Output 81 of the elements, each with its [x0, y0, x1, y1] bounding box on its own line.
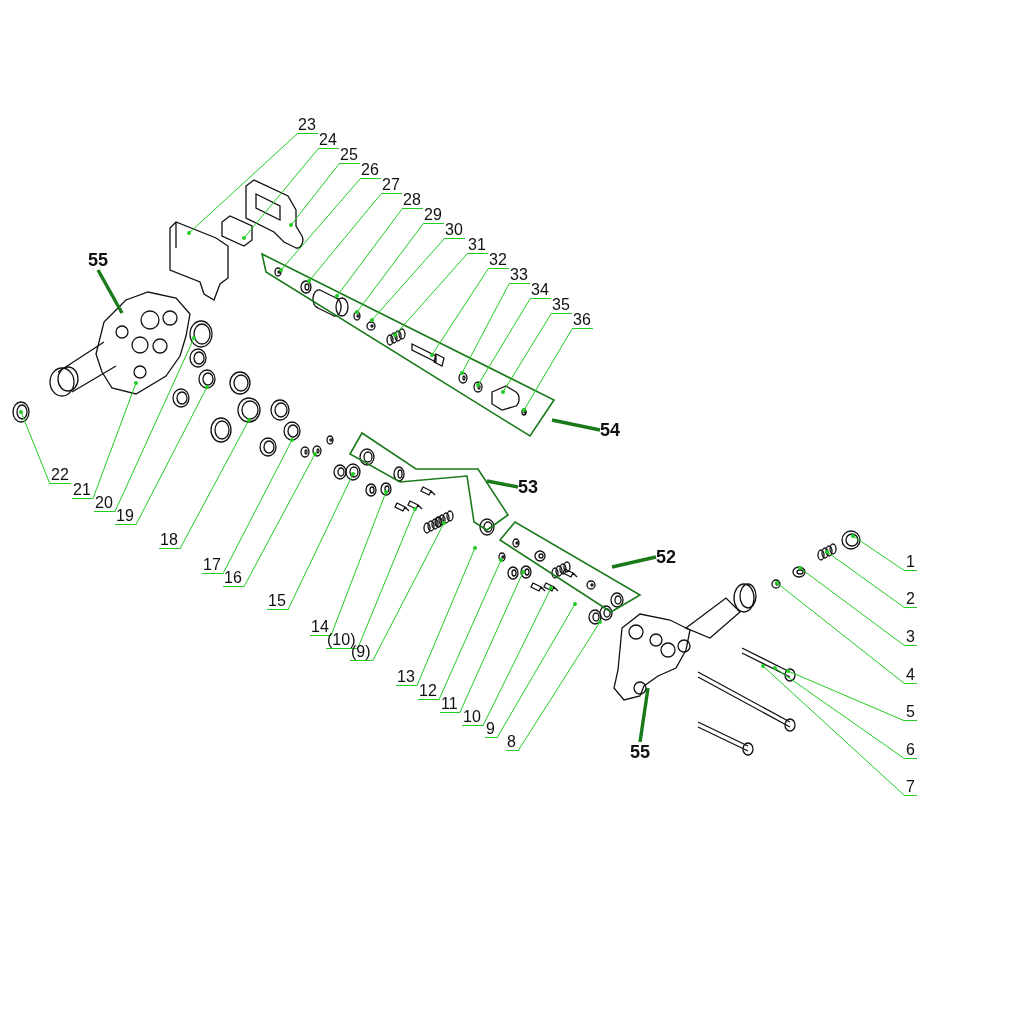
- callout-number: 22: [50, 466, 71, 484]
- leader-line: [551, 418, 601, 432]
- callout-number: 23: [297, 116, 318, 134]
- leader-line: [242, 148, 319, 240]
- leader-line: [438, 558, 503, 701]
- leader-line: [476, 298, 531, 387]
- callout-number: 3: [905, 628, 917, 646]
- callout-number: 6: [905, 741, 917, 759]
- callout-number: 12: [418, 682, 439, 700]
- callout-number: 18: [159, 531, 180, 549]
- leader-line: [289, 163, 340, 227]
- leader-line: [501, 313, 552, 394]
- leader-line: [430, 268, 489, 357]
- leader-line: [825, 550, 906, 609]
- leader-line: [459, 570, 525, 714]
- leader-line: [187, 133, 298, 235]
- leader-line: [279, 178, 361, 272]
- callout-number: 25: [339, 146, 360, 164]
- callout-number: 7: [905, 778, 917, 796]
- leader-line: [775, 581, 906, 685]
- leader-line: [222, 438, 294, 575]
- callout-number: 53: [518, 477, 539, 497]
- callout-number: 15: [267, 592, 288, 610]
- callout-number: 28: [402, 191, 423, 209]
- callout-number: 9: [485, 720, 497, 738]
- leader-line: [243, 452, 317, 588]
- leader-line: [92, 381, 138, 500]
- leader-line: [611, 555, 657, 569]
- leader-line: [761, 664, 906, 797]
- leader-line: [851, 534, 906, 572]
- callout-number: 16: [223, 569, 244, 587]
- leader-line: [355, 223, 424, 314]
- callout-number: 1: [905, 553, 917, 571]
- leader-line: [482, 586, 553, 727]
- callout-number: 35: [551, 296, 572, 314]
- callout-number: 4: [905, 666, 917, 684]
- callout-number: 17: [202, 556, 223, 574]
- leader-line: [135, 385, 209, 526]
- leader-line: [393, 253, 468, 337]
- callout-number: 36: [572, 311, 593, 329]
- callout-number: 52: [656, 547, 677, 567]
- callout-number: 8: [506, 733, 518, 751]
- leader-line: [179, 418, 251, 550]
- leader-line: [517, 620, 602, 752]
- leader-line: [372, 521, 446, 662]
- callout-number: 27: [381, 176, 402, 194]
- callout-number: 55: [88, 250, 109, 270]
- leader-line: [370, 238, 445, 322]
- callout-number: 34: [530, 281, 551, 299]
- leader-line: [114, 336, 196, 513]
- callout-number: 32: [488, 251, 509, 269]
- callout-number: 2: [905, 590, 917, 608]
- leader-line: [416, 546, 477, 687]
- leader-line: [307, 193, 382, 283]
- leader-line: [460, 283, 510, 375]
- callout-number: 5: [905, 703, 917, 721]
- leader-line: [798, 566, 906, 647]
- callout-number: 24: [318, 131, 339, 149]
- callout-number: 30: [444, 221, 465, 239]
- callout-number: 10: [462, 708, 483, 726]
- leader-line: [496, 602, 577, 739]
- leader-line: [638, 687, 650, 743]
- leader-line: [773, 666, 906, 760]
- callout-number: 21: [72, 481, 93, 499]
- leader-line: [486, 479, 519, 489]
- callout-number: 19: [115, 507, 136, 525]
- leader-line: [287, 472, 355, 611]
- leader-line: [19, 410, 51, 485]
- leader-line: [335, 208, 403, 298]
- callout-number: 31: [467, 236, 488, 254]
- callout-number: 26: [360, 161, 381, 179]
- callout-number: 13: [396, 668, 417, 686]
- callout-number: 29: [423, 206, 444, 224]
- callout-number: 55: [630, 742, 651, 762]
- callout-number: 54: [600, 420, 621, 440]
- callout-number: 33: [509, 266, 530, 284]
- callout-number: 20: [94, 494, 115, 512]
- callout-number: 11: [440, 695, 460, 713]
- leader-line: [522, 328, 573, 412]
- leader-line: [786, 669, 906, 722]
- leader-line: [96, 269, 124, 314]
